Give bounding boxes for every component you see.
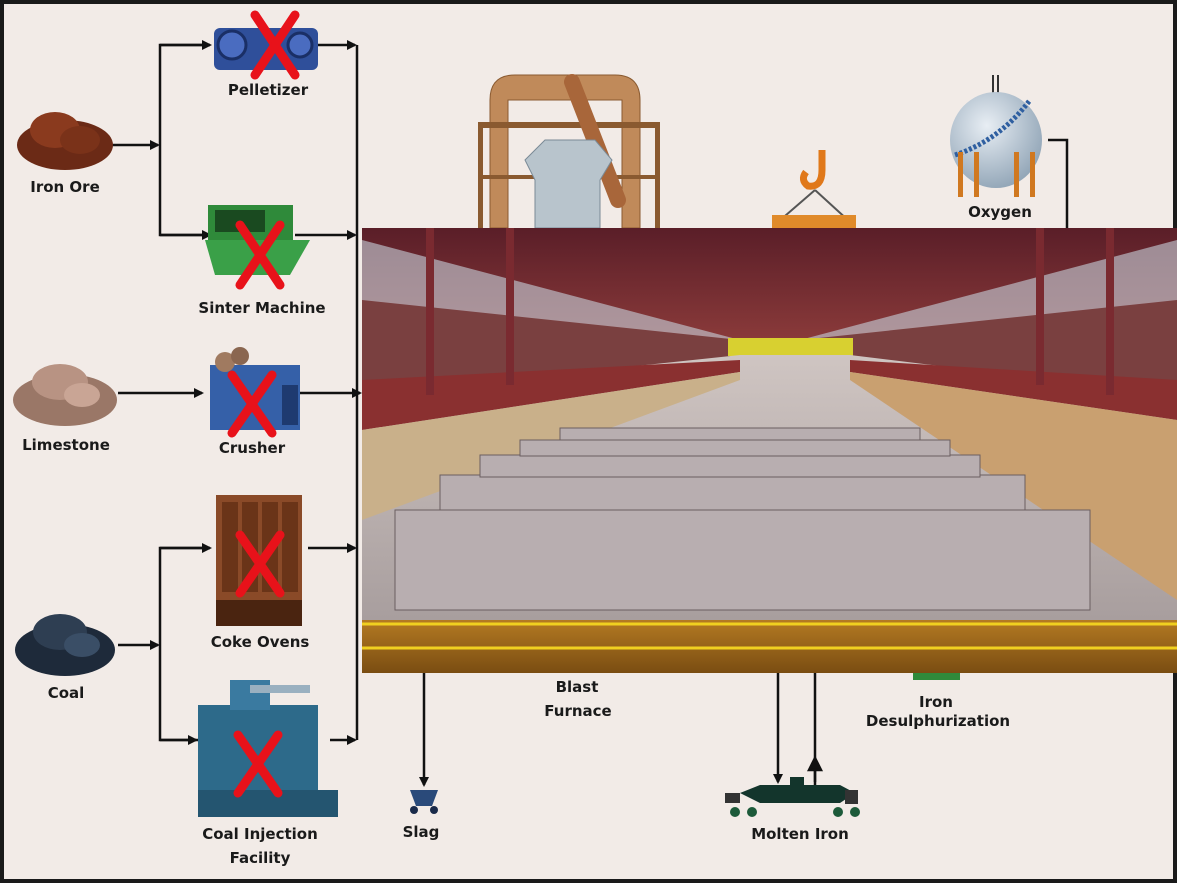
- label-iron-ore: Iron Ore: [30, 178, 100, 196]
- sinter-machine-cross-icon: [235, 220, 285, 290]
- label-coke-ovens: Coke Ovens: [211, 633, 310, 651]
- label-crusher: Crusher: [219, 439, 286, 457]
- crusher-cross-icon: [227, 370, 277, 438]
- pelletizer-icon: [214, 28, 318, 70]
- crane-hook-icon: [772, 150, 856, 228]
- torpedo-car-icon: [725, 777, 860, 817]
- label-limestone: Limestone: [22, 436, 110, 454]
- label-molten-iron: Molten Iron: [751, 825, 849, 843]
- coal-pile-icon: [15, 614, 115, 676]
- crusher-icon: [210, 347, 300, 430]
- label-oxygen: Oxygen: [968, 203, 1032, 221]
- iron-ore-pile-icon: [17, 112, 113, 170]
- pelletizer-cross-icon: [250, 10, 300, 80]
- limestone-pile-icon: [13, 364, 117, 426]
- slag-pot-icon: [410, 790, 438, 814]
- industrial-hall-photo: [362, 228, 1177, 673]
- oxygen-tank-icon: [950, 75, 1042, 197]
- label-desulphurization: Desulphurization: [866, 712, 1010, 730]
- labels: Pelletizer Iron Ore Sinter Machine Limes…: [22, 81, 1032, 867]
- label-blast: Blast: [556, 678, 599, 696]
- label-coal-injection-facility: Facility: [230, 849, 291, 867]
- label-furnace: Furnace: [544, 702, 611, 720]
- coke-ovens-icon: [216, 495, 302, 626]
- label-coal: Coal: [48, 684, 85, 702]
- label-iron: Iron: [919, 693, 953, 711]
- desulph-ladle-icon: [913, 673, 960, 680]
- label-pelletizer: Pelletizer: [228, 81, 309, 99]
- coal-injection-cross-icon: [233, 730, 283, 798]
- label-sinter-machine: Sinter Machine: [198, 299, 325, 317]
- cross-out-marks: [227, 10, 300, 798]
- flow-lines: [110, 40, 1069, 790]
- label-slag: Slag: [403, 823, 440, 841]
- blast-furnace-icon: [478, 74, 660, 229]
- coke-ovens-cross-icon: [235, 530, 285, 598]
- label-coal-injection: Coal Injection: [202, 825, 318, 843]
